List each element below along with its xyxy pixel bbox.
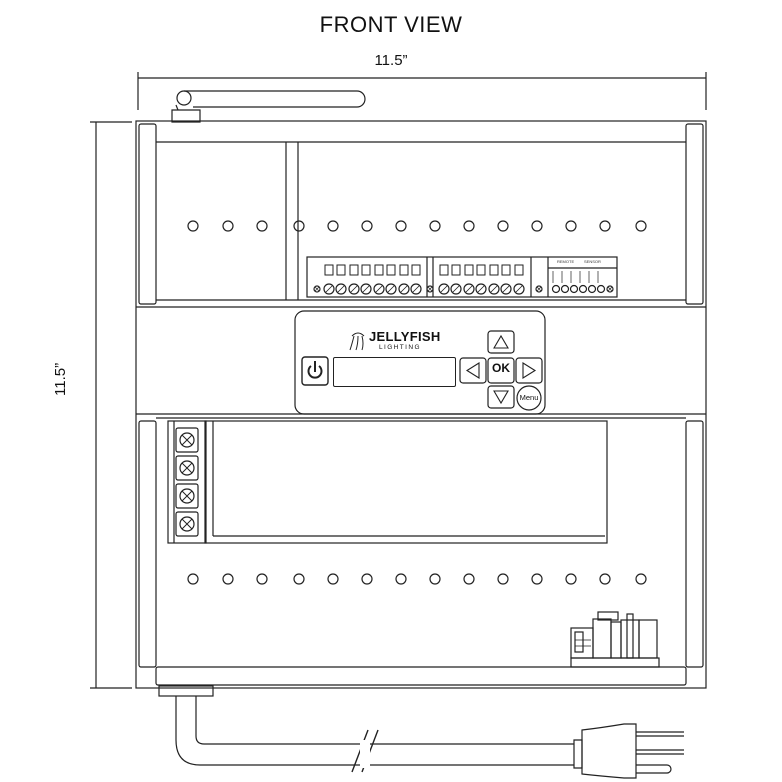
power-cord <box>158 685 574 773</box>
width-dimension-line <box>137 72 707 110</box>
width-dimension-label: 11.5” <box>374 52 408 69</box>
menu-button[interactable] <box>516 385 542 411</box>
control-panel <box>294 310 546 415</box>
antenna <box>171 90 366 123</box>
lcd-display <box>333 357 456 387</box>
relay-components <box>570 611 660 668</box>
terminal-group-label-remote: REMOTE <box>557 259 575 264</box>
menu-button-label: Menu <box>519 393 539 402</box>
ok-button-label: OK <box>492 361 510 375</box>
ok-button[interactable] <box>487 357 515 384</box>
jellyfish-logo-icon <box>349 332 365 351</box>
height-dimension-line <box>90 121 132 689</box>
up-button[interactable] <box>487 330 515 354</box>
terminal-group-label-sensor: SENSOR <box>584 259 601 264</box>
bottom-vent-holes <box>187 573 647 585</box>
left-button[interactable] <box>459 357 487 384</box>
power-button[interactable] <box>301 356 329 386</box>
power-terminal-strip <box>167 420 207 544</box>
top-cover <box>138 123 704 305</box>
output-terminal-block <box>306 256 618 298</box>
bottom-cover <box>138 417 704 686</box>
interior-window <box>204 420 608 544</box>
brand-tagline: LIGHTING <box>379 344 421 351</box>
plug-icon <box>573 723 684 779</box>
brand-name: JELLYFISH <box>369 329 441 344</box>
top-vent-holes <box>187 220 647 232</box>
enclosure-outline <box>135 120 707 689</box>
right-button[interactable] <box>515 357 543 384</box>
diagram-title: FRONT VIEW <box>319 12 463 37</box>
down-button[interactable] <box>487 385 515 409</box>
